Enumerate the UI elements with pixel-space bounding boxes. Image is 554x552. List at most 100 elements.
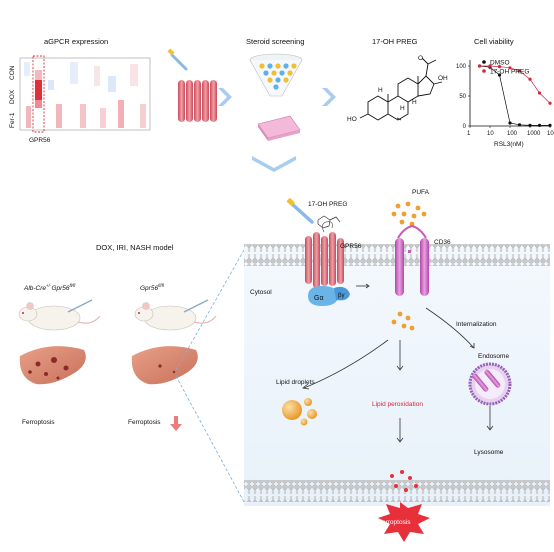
cd36-transporter [395,224,429,296]
heatmap-cell [140,104,146,128]
pipette-cap [167,48,175,56]
steroid-screening-panel: Steroid screening [246,37,304,141]
liver-icon-damaged [19,346,86,385]
steroid-structure: 17-OH PREG O OH H H H HO [347,37,448,123]
ho-label: HO [347,116,357,123]
mechanism-panel: Cytosol 17-OH PREG GPR56 Gα βγ PUFA [244,189,550,542]
x-tick-label: 10000 [547,131,554,137]
internalization-label: Internalization [456,321,497,328]
data-point [508,121,512,125]
heatmap-cell [118,100,124,128]
mouse-icon-2 [134,299,217,331]
lower-membrane [244,480,550,502]
ferroptosis-burst-label: Ferroptosis [378,519,411,526]
data-point [537,91,542,95]
membrane-rupture-dots [390,470,418,492]
ferroptosis-label-1: Ferroptosis [22,419,55,426]
data-point [528,77,532,81]
heatmap-cell [70,62,78,84]
syringe-icon [67,299,93,313]
pufa-dots-extracellular [391,201,427,227]
g-beta-gamma-label: βγ [338,293,344,299]
y-tick-label: 100 [456,64,467,70]
flow-chevron-right-2 [322,88,336,106]
heatmap-cell [48,80,54,90]
zoom-line-top [175,249,245,371]
heatmap-cell [100,108,106,128]
series-line-0 [479,65,550,126]
heatmap-cell [56,104,62,128]
x-tick-label: 100 [507,131,518,137]
pipette-icon [170,53,188,71]
ferroptosis-burst-icon [378,502,430,542]
g-alpha-label: Gα [314,295,324,302]
y-tick-label: 0 [463,124,467,130]
data-point [517,69,522,73]
heatmap-cell [26,106,31,128]
ferroptosis-label-2: Ferroptosis [128,419,161,426]
liver-icon-protected [131,346,198,385]
heatmap-row-dox: DOX [9,89,16,104]
mouse-icon-1 [18,299,101,331]
data-point [497,65,502,69]
heatmap-cell [94,66,100,86]
flow-chevron-down [252,156,296,172]
agpcr-title: aGPCR expression [44,37,108,46]
hydrogen-label-3: H [412,99,417,106]
heatmap-cell [130,64,138,86]
cytosol-label: Cytosol [250,289,272,296]
lipid-peroxidation-label: Lipid peroxidation [372,401,423,408]
gpr56-column-label: GPR56 [29,137,51,144]
pipette-cap [286,197,295,207]
well-plate-icon [257,115,301,141]
endosome-icon [468,362,512,406]
x-tick-label: 1000 [527,131,541,137]
lipid-droplets-label: Lipid droplets [276,379,315,386]
viability-chart: Cell viability 1 10 100 1000 10000 0 50 100 RSL… [456,37,554,148]
x-axis-label: RSL3(nM) [494,141,524,148]
zoom-line-bottom [175,375,245,503]
ligand-molecule-icon [317,215,341,229]
pufa-dots-intracellular [391,311,415,331]
heatmap-cell [35,70,42,80]
g-protein-complex: Gα βγ [308,286,350,306]
heatmap-cell [35,100,42,108]
model-title: DOX, IRI, NASH model [96,243,174,252]
hydroxyl-label-top: OH [438,75,448,82]
receptor-icon-small [167,48,217,122]
data-point [548,123,552,127]
syringe-icon [183,299,209,313]
pufa-label: PUFA [412,189,430,196]
agpcr-heatmap-panel: aGPCR expression CON DOX Fer-1 GPR56 [9,37,151,144]
mouse2-genotype: Gpr56fl/fl [140,283,165,292]
data-point [517,123,522,127]
hydrogen-label-2: H [400,105,405,112]
data-point [548,101,552,105]
heatmap-cell [108,76,116,92]
steroid-title: Steroid screening [246,37,304,46]
x-tick-label: 1 [467,131,471,137]
gpr56-highlight-box [32,55,45,133]
data-point [528,123,532,127]
endosome-label: Endosome [478,353,509,360]
pipette-icon [290,202,314,224]
gpr56-receptor [305,221,344,288]
heatmap-cell [80,104,86,128]
heatmap-cell [35,80,42,100]
data-point [497,73,502,77]
flow-chevron-right-1 [218,88,232,106]
data-point [488,64,492,68]
arrow-to-droplets [303,339,389,389]
gpr56-label: GPR56 [340,243,362,250]
chart-points [477,64,552,127]
x-tick-label: 10 [487,131,494,137]
y-tick-label: 50 [459,94,466,100]
cd36-label: CD36 [434,239,451,246]
data-point [508,66,512,70]
heatmap-cell [24,62,30,76]
decrease-arrow-icon [170,416,182,431]
heatmap-row-fer1: Fer-1 [9,112,16,128]
viability-title: Cell viability [474,37,514,46]
ligand-label: 17-OH PREG [308,201,347,208]
